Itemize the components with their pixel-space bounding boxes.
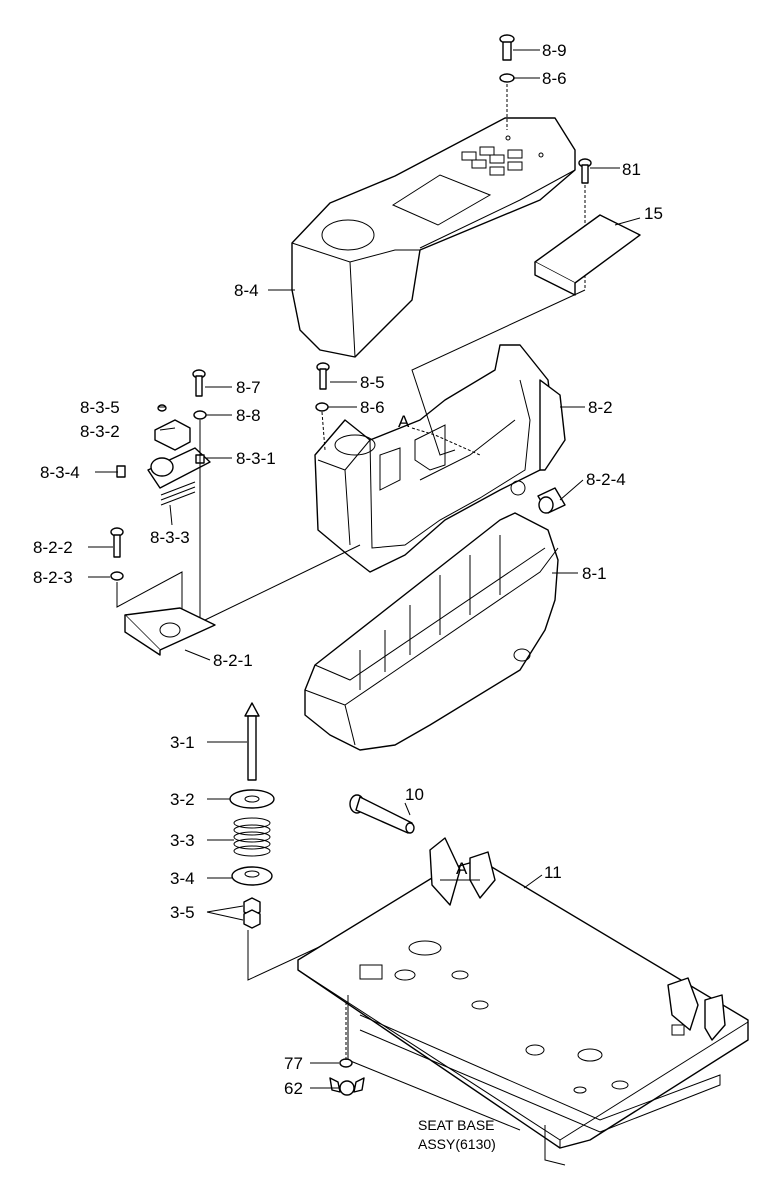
screw-8-3-4 [116, 465, 126, 478]
bushing-8-2-4 [537, 487, 566, 514]
label-8-3-2: 8-3-2 [80, 422, 120, 441]
label-8-2-4: 8-2-4 [586, 470, 626, 489]
washer-8-6b [315, 402, 329, 412]
ref-link-a-upper [411, 427, 481, 456]
wing-nut-62 [329, 1077, 365, 1096]
part-cover-8-4 [291, 117, 576, 358]
washer-8-2-3 [110, 571, 124, 581]
label-8-6-mid: 8-6 [360, 398, 385, 417]
label-8-8: 8-8 [236, 406, 261, 425]
label-8-4: 8-4 [234, 281, 259, 300]
label-8-1: 8-1 [582, 564, 607, 583]
bolt-81 [578, 158, 592, 184]
washer-8-6 [499, 73, 515, 83]
label-8-3-5: 8-3-5 [80, 398, 120, 417]
washer-3-2 [229, 789, 275, 809]
pin-10 [349, 794, 415, 834]
spring-3-3 [233, 817, 271, 857]
ref-mark-a-upper: A [398, 412, 410, 431]
part-lower-cover-8-1 [304, 512, 559, 751]
ref-link-15-frame [411, 289, 586, 456]
label-77: 77 [284, 1054, 303, 1073]
label-8-2-1: 8-2-1 [213, 651, 253, 670]
bolt-8-5 [316, 362, 330, 390]
label-8-3-1: 8-3-1 [236, 449, 276, 468]
label-81: 81 [622, 160, 641, 179]
label-3-4: 3-4 [170, 869, 195, 888]
leader-lines [88, 49, 641, 1089]
label-3-2: 3-2 [170, 790, 195, 809]
label-10: 10 [405, 785, 424, 804]
label-8-2-2: 8-2-2 [33, 538, 73, 557]
washer-3-4 [231, 866, 273, 886]
label-8-3-3: 8-3-3 [150, 528, 190, 547]
label-8-7: 8-7 [236, 378, 261, 397]
label-15: 15 [644, 204, 663, 223]
bolt-8-2-2 [110, 527, 124, 558]
label-8-6-top: 8-6 [542, 69, 567, 88]
label-8-2: 8-2 [588, 398, 613, 417]
label-3-5: 3-5 [170, 903, 195, 922]
label-3-1: 3-1 [170, 733, 195, 752]
label-8-3-4: 8-3-4 [40, 463, 80, 482]
latch-assembly-8-3 [116, 404, 211, 506]
washer-77 [339, 1058, 353, 1068]
part-frame-8-2 [314, 344, 566, 573]
label-11: 11 [544, 863, 562, 882]
bolt-8-7 [192, 369, 206, 397]
label-8-5: 8-5 [360, 373, 385, 392]
caption-line-2: ASSY(6130) [418, 1136, 496, 1152]
seat-base [297, 837, 749, 1166]
label-8-9: 8-9 [542, 41, 567, 60]
bolt-3-1 [244, 702, 260, 781]
washer-8-8 [193, 410, 207, 420]
screw-8-9 [499, 34, 515, 61]
label-3-3: 3-3 [170, 831, 195, 850]
bracket-8-2-1 [124, 607, 216, 656]
caption-line-1: SEAT BASE [418, 1117, 495, 1133]
switch-panel [461, 146, 523, 176]
ref-mark-a-lower: A [456, 859, 468, 878]
nut-3-5b [243, 909, 261, 929]
label-62: 62 [284, 1079, 303, 1098]
bracket-15 [534, 214, 641, 296]
label-8-2-3: 8-2-3 [33, 568, 73, 587]
